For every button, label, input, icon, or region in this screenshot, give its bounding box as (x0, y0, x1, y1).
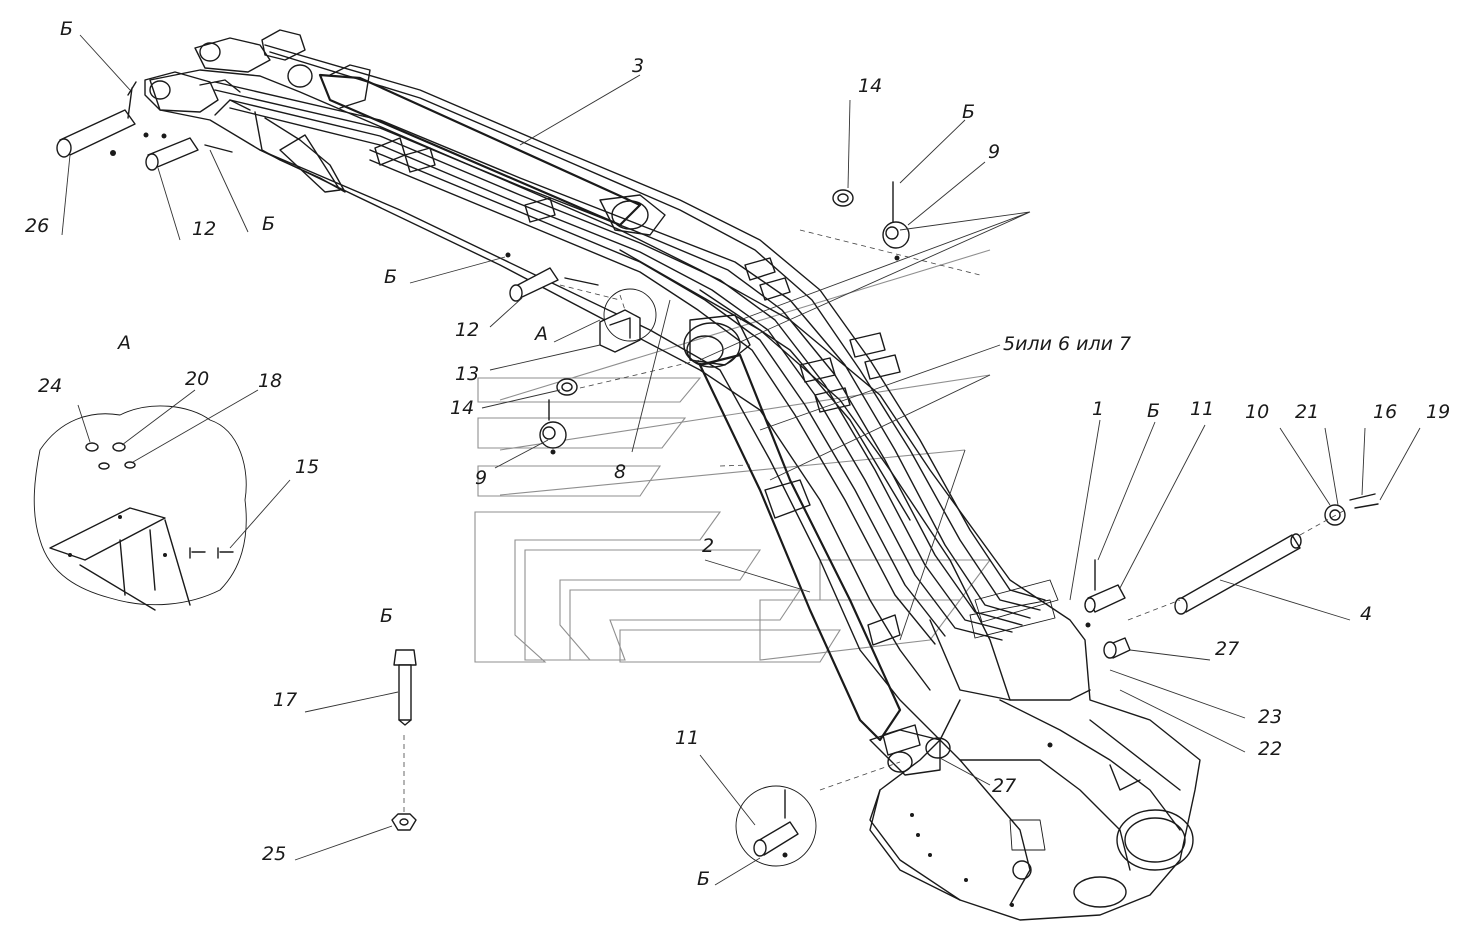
label-b-right: Б (1147, 400, 1160, 422)
boom-body (149, 69, 1201, 921)
label-13: 13 (455, 363, 479, 385)
label-b-top-left: Б (60, 18, 73, 40)
pin-11-bottom (735, 785, 817, 867)
pin-26 (56, 81, 137, 158)
hoses (214, 44, 1059, 756)
label-5-6-7: 5или 6 или 7 (1003, 333, 1131, 355)
label-b-mid: Б (384, 266, 397, 288)
label-16: 16 (1373, 401, 1397, 423)
label-9-mid: 9 (475, 467, 487, 489)
nut-25 (391, 735, 417, 831)
label-2: 2 (702, 535, 714, 557)
ring-14-top (832, 189, 854, 207)
label-24: 24 (38, 375, 62, 397)
label-b-bottom: Б (697, 868, 710, 890)
label-11-right: 11 (1190, 398, 1214, 420)
label-12-mid: 12 (455, 319, 479, 341)
label-18: 18 (258, 370, 282, 392)
label-20: 20 (185, 368, 209, 390)
label-27-right: 27 (1215, 638, 1239, 660)
watermark-logo (474, 249, 992, 663)
label-3: 3 (632, 55, 644, 77)
label-14-mid: 14 (450, 397, 474, 419)
ring-14-mid (556, 378, 578, 396)
label-b-left-pin: Б (262, 213, 275, 235)
bolt-17 (393, 649, 417, 726)
pin-4 (1174, 533, 1302, 615)
label-27-bottom: 27 (992, 775, 1016, 797)
label-b-right-top: Б (962, 101, 975, 123)
label-1: 1 (1092, 398, 1104, 420)
bushing-9-top (882, 181, 910, 261)
assembly-axes (559, 229, 1346, 791)
label-23: 23 (1258, 706, 1282, 728)
leader-lines (61, 34, 1421, 886)
label-a-ref: А (533, 323, 548, 345)
label-22: 22 (1258, 738, 1282, 760)
label-a-view: А (116, 332, 131, 354)
pin-12-mid (505, 252, 599, 302)
callouts: Б 26 12 Б 3 14 Б 9 Б 12 А А 13 14 9 8 5и… (25, 18, 1450, 890)
plate-10-21 (1324, 493, 1379, 526)
detail-view-a (33, 405, 247, 611)
label-9-top: 9 (988, 141, 1000, 163)
boom-cylinder (683, 314, 902, 742)
pin-11-right (1084, 559, 1126, 628)
label-21: 21 (1295, 401, 1319, 423)
label-8: 8 (614, 461, 626, 483)
label-12-top: 12 (192, 218, 216, 240)
label-10: 10 (1245, 401, 1269, 423)
label-26: 26 (25, 215, 49, 237)
pin-12-top (143, 132, 233, 171)
label-15: 15 (295, 456, 319, 478)
arm-head (144, 29, 313, 113)
label-19: 19 (1426, 401, 1450, 423)
bushing-9-mid (539, 399, 567, 455)
label-25: 25 (262, 843, 286, 865)
label-11-bottom: 11 (675, 727, 699, 749)
label-17: 17 (273, 689, 297, 711)
label-b-bolt: Б (380, 605, 393, 627)
bushing-27-right (1103, 637, 1131, 659)
label-14-top: 14 (858, 75, 882, 97)
label-4: 4 (1360, 603, 1372, 625)
